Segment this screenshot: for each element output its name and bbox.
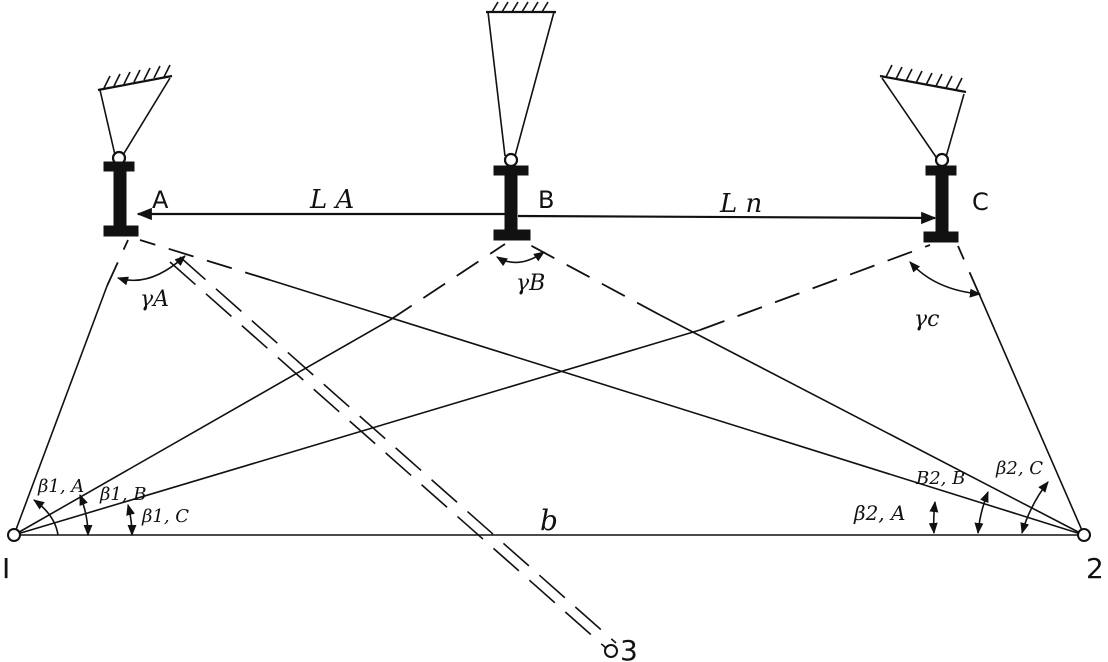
station-2-point: [1077, 528, 1091, 542]
station-3-point: [604, 644, 618, 658]
sight-lines-station-2: [269, 279, 1085, 536]
label-station-2: 2: [1086, 552, 1104, 585]
double-dashed-line-to-3: [169, 256, 617, 649]
label-beta-2b: B2, B: [915, 468, 965, 489]
label-la: L A: [309, 185, 354, 215]
dashed-extensions: [106, 239, 981, 331]
angle-gamma-a-arc: [116, 255, 186, 286]
label-beta-1c: β1, C: [141, 506, 189, 527]
beam-c: [923, 152, 959, 243]
beam-b: [493, 152, 531, 241]
angle-gamma-c-arc: [909, 261, 982, 298]
label-b: B: [538, 186, 554, 214]
label-station-3: 3: [620, 634, 638, 662]
angle-gamma-b-arc: [496, 251, 545, 267]
label-c: C: [972, 188, 989, 216]
label-a: A: [152, 186, 169, 214]
label-b-baseline: b: [540, 504, 558, 537]
beam-a: [103, 150, 139, 237]
label-beta-1b: β1, B: [99, 484, 147, 505]
support-b: [486, 1, 556, 157]
label-beta-2a: β2, A: [853, 501, 905, 525]
angle-beta-1-arcs: [33, 493, 137, 537]
dimension-line-ln: [517, 211, 937, 225]
label-gamma-b: γB: [516, 271, 545, 296]
support-c: [879, 64, 967, 158]
label-beta-2c: β2, C: [995, 458, 1043, 479]
angle-beta-2-arcs: [928, 481, 1049, 535]
label-gamma-a: γA: [140, 287, 169, 312]
label-station-1: I: [2, 552, 10, 585]
label-gamma-c: γc: [914, 307, 939, 332]
station-1-point: [7, 528, 21, 542]
label-beta-1a: β1, A: [37, 476, 84, 497]
label-ln: L n: [719, 189, 762, 219]
support-a: [97, 64, 173, 156]
sight-lines-station-1: [13, 285, 1084, 536]
